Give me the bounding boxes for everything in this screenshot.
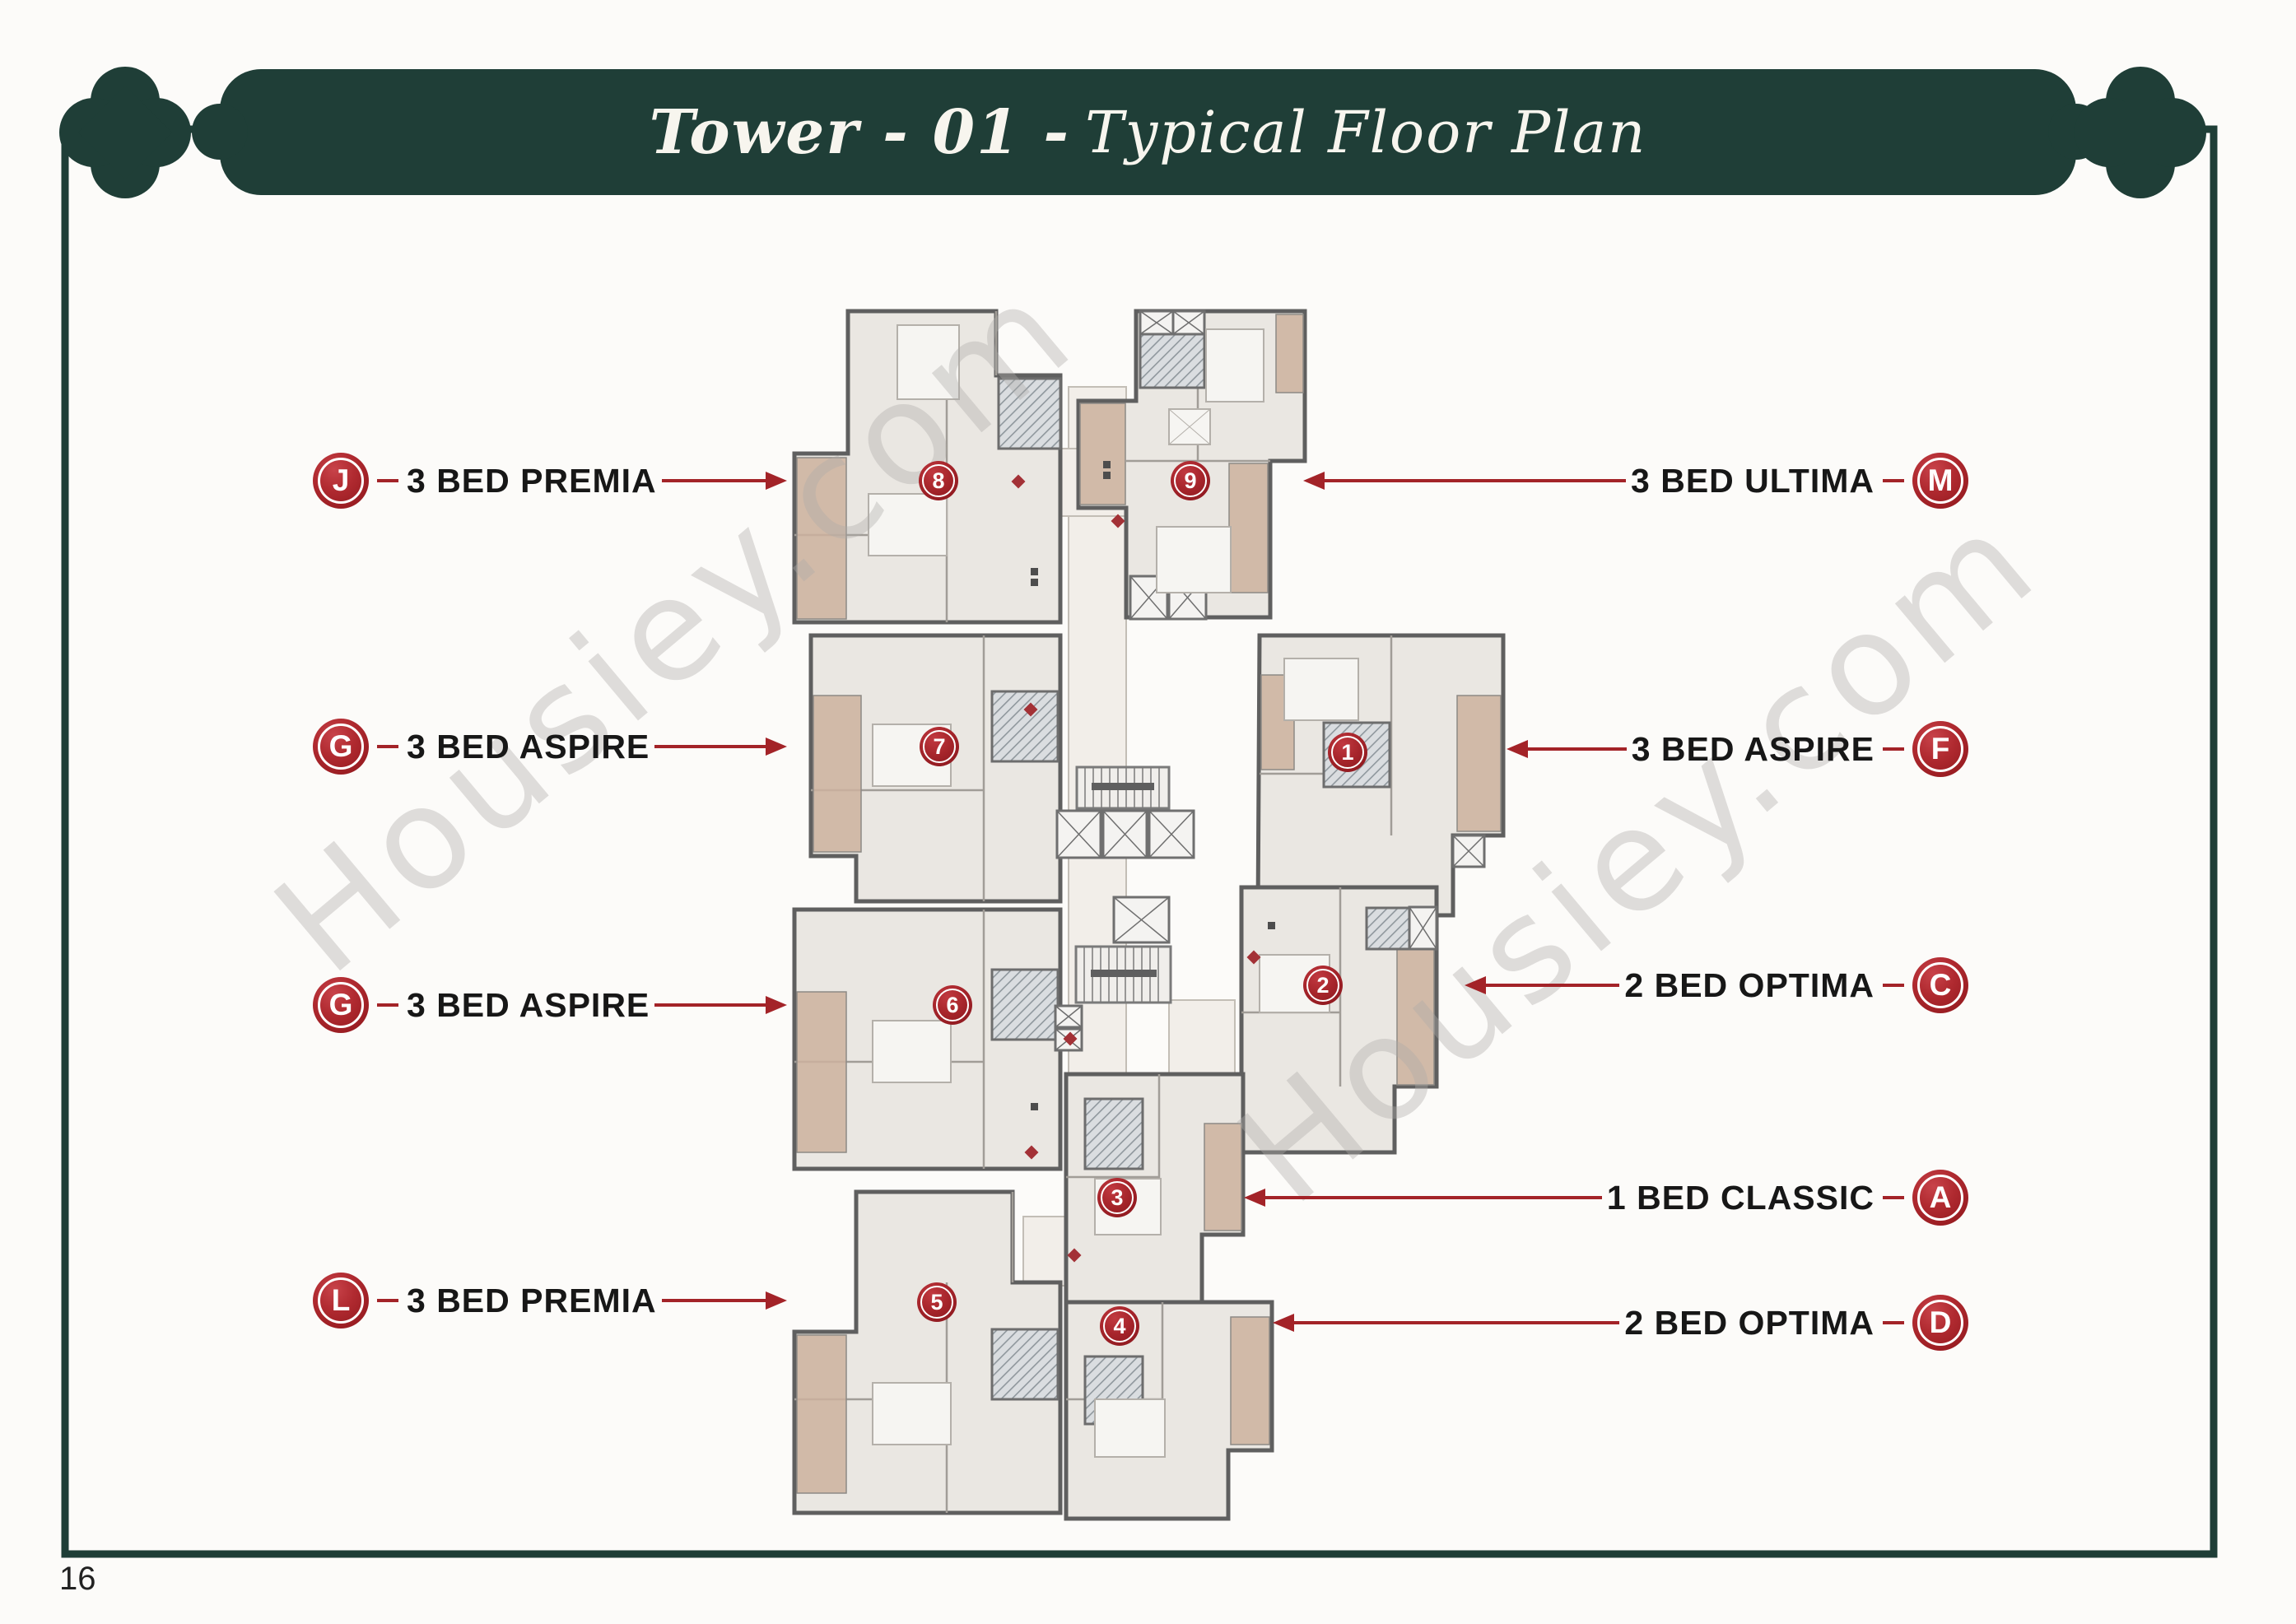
unit-number-badge-1: 1 [1328, 733, 1367, 772]
arrow-line [1291, 1321, 1620, 1324]
arrow-head [1465, 976, 1486, 994]
legend-row-left-l: L 3 BED PREMIA [313, 1272, 792, 1329]
legend-row-right-a: 1 BED CLASSIC A [1239, 1169, 1968, 1226]
arrow-right-icon [661, 472, 787, 490]
staircase-lower [1074, 945, 1172, 1004]
unit-number-badge-4: 4 [1100, 1306, 1139, 1346]
legend-dash [377, 1003, 398, 1007]
arrow-head [766, 996, 787, 1014]
arrow-line [1321, 479, 1627, 482]
unit-number-badge-8: 8 [919, 461, 958, 500]
unit-number-badge-7: 7 [920, 727, 959, 766]
legend-label: 3 BED ASPIRE [407, 727, 650, 765]
arrow-head [766, 738, 787, 756]
arrow-left-icon [1507, 740, 1627, 758]
legend-row-right-c: 2 BED OPTIMA C [1460, 956, 1968, 1014]
staircase-upper [1075, 765, 1171, 810]
legend-label: 2 BED OPTIMA [1624, 966, 1875, 1004]
legend-label: 3 BED PREMIA [407, 461, 657, 500]
arrow-left-icon [1465, 976, 1620, 994]
unit-letter-badge: G [313, 719, 369, 775]
arrow-line [654, 745, 769, 748]
kitchen-marks [1031, 461, 1275, 1110]
legend-dash [1883, 1196, 1904, 1199]
legend-dash [1883, 984, 1904, 987]
unit-letter-badge: A [1912, 1170, 1968, 1226]
quatrefoil-ornament-right [2075, 67, 2206, 198]
arrow-left-icon [1273, 1314, 1620, 1332]
legend-row-right-m: 3 BED ULTIMA M [1298, 452, 1968, 510]
legend-dash [377, 745, 398, 748]
legend-label: 3 BED ASPIRE [407, 985, 650, 1024]
arrow-line [1483, 984, 1620, 987]
unit-letter-badge: D [1912, 1295, 1968, 1351]
unit-number-badge-6: 6 [933, 985, 972, 1025]
arrow-left-icon [1303, 472, 1627, 490]
door-markers [1011, 474, 1261, 1263]
legend-dash [1883, 1321, 1904, 1324]
arrow-line [1525, 747, 1627, 751]
unit-letter-badge: M [1912, 453, 1968, 509]
unit-letter-badge: G [313, 977, 369, 1033]
legend-label: 3 BED ASPIRE [1631, 729, 1875, 768]
arrow-head [766, 472, 787, 490]
legend-dash [377, 479, 398, 482]
legend-dash [377, 1299, 398, 1302]
legend-row-left-g: G 3 BED ASPIRE [313, 718, 792, 775]
page-title-suffix: Typical Floor Plan [1085, 98, 1647, 166]
arrow-right-icon [661, 1291, 787, 1310]
arrow-head [1273, 1314, 1294, 1332]
unit-letter-badge: J [313, 453, 369, 509]
legend-label: 3 BED PREMIA [407, 1281, 657, 1319]
balconies [796, 314, 1502, 1494]
furniture [868, 324, 1359, 1458]
arrow-right-icon [654, 996, 787, 1014]
page-title-prefix: Tower - 01 - [649, 96, 1071, 168]
legend-dash [1883, 747, 1904, 751]
legend-label: 3 BED ULTIMA [1631, 461, 1875, 500]
unit-letter-badge: L [313, 1273, 369, 1329]
arrow-left-icon [1244, 1189, 1602, 1207]
legend-label: 2 BED OPTIMA [1624, 1303, 1875, 1342]
legend-label: 1 BED CLASSIC [1606, 1178, 1875, 1217]
arrow-right-icon [654, 738, 787, 756]
arrow-head [1507, 740, 1528, 758]
legend-row-right-d: 2 BED OPTIMA D [1268, 1294, 1968, 1352]
bathrooms [990, 332, 1413, 1426]
legend-row-right-f: 3 BED ASPIRE F [1502, 720, 1968, 778]
arrow-line [661, 1299, 769, 1302]
unit-number-badge-5: 5 [917, 1282, 957, 1322]
duct-shafts [1054, 309, 1486, 1052]
page-title: Tower - 01 - Typical Floor Plan [220, 69, 2076, 195]
arrow-line [654, 1003, 769, 1007]
arrow-line [1262, 1196, 1602, 1199]
page-number: 16 [59, 1561, 96, 1597]
legend-row-left-g: G 3 BED ASPIRE [313, 976, 792, 1034]
arrow-head [1244, 1189, 1265, 1207]
quatrefoil-ornament-left [59, 67, 191, 198]
unit-number-badge-9: 9 [1171, 461, 1210, 500]
legend-row-left-j: J 3 BED PREMIA [313, 452, 792, 510]
unit-number-badge-3: 3 [1097, 1178, 1137, 1217]
unit-letter-badge: C [1912, 957, 1968, 1013]
unit-letter-badge: F [1912, 721, 1968, 777]
arrow-head [766, 1291, 787, 1310]
arrow-head [1303, 472, 1325, 490]
unit-number-badge-2: 2 [1303, 966, 1343, 1005]
arrow-line [661, 479, 769, 482]
legend-dash [1883, 479, 1904, 482]
